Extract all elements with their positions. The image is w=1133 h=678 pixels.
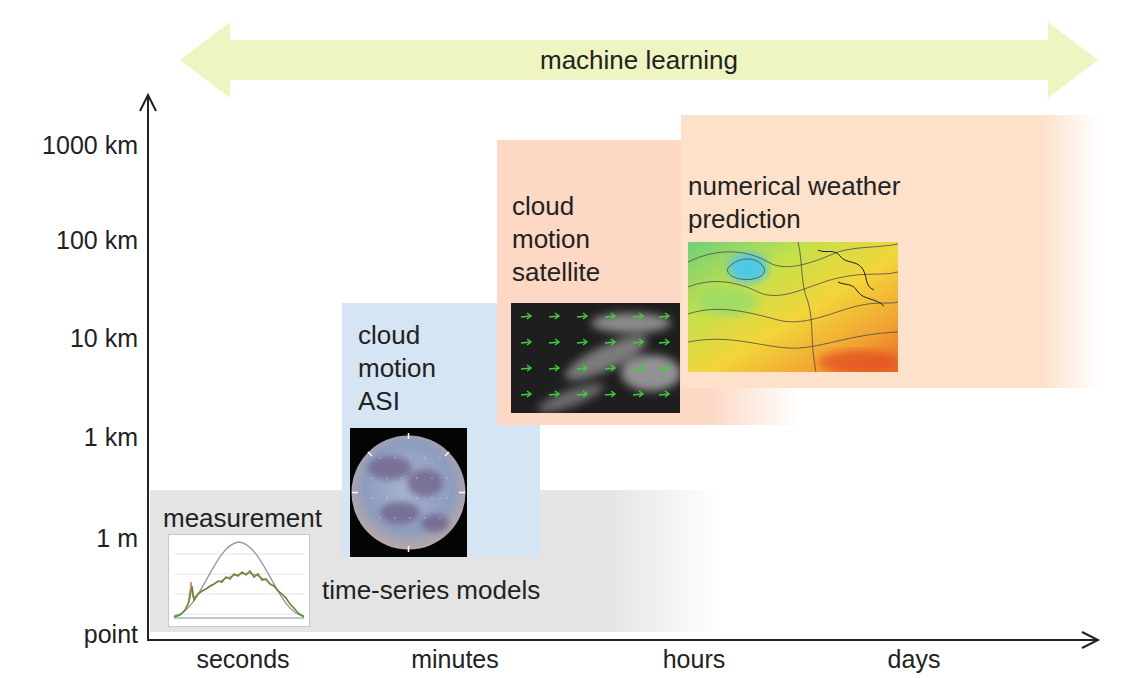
all-sky-image — [350, 428, 467, 557]
axis-label: 100 km — [56, 226, 138, 255]
axis-tick-label: 1 km — [84, 423, 138, 452]
region-label: numerical weather prediction — [688, 170, 958, 236]
weather-map — [688, 242, 898, 372]
measurement-plot — [168, 534, 310, 627]
satellite-image — [511, 303, 680, 413]
axis-label: point — [84, 620, 138, 649]
axis-label: hours — [663, 645, 726, 674]
axis-label: seconds — [196, 645, 289, 674]
axis-tick-label: 100 km — [56, 226, 138, 255]
region-label: machine learning — [540, 44, 738, 77]
axis-tick-label: hours — [663, 645, 726, 674]
machine-learning-arrow: machine learning — [180, 22, 1098, 98]
axis-tick-label: 1 m — [96, 524, 138, 553]
region-label: time-series models — [322, 574, 540, 607]
nwp-region: numerical weather prediction — [681, 115, 1100, 388]
axis-tick-label: minutes — [411, 645, 499, 674]
region-label: cloud motion ASI — [358, 319, 436, 418]
axis-tick-label: 10 km — [70, 324, 138, 353]
axis-tick-label: 1000 km — [42, 131, 138, 160]
axis-label: 10 km — [70, 324, 138, 353]
region-label: cloud motion satellite — [512, 190, 600, 289]
axis-label: minutes — [411, 645, 499, 674]
axis-tick-label: seconds — [196, 645, 289, 674]
region-label: measurement — [163, 502, 322, 535]
axis-label: 1 m — [96, 524, 138, 553]
axis-tick-label: days — [888, 645, 941, 674]
axis-label: 1000 km — [42, 131, 138, 160]
axis-label: days — [888, 645, 941, 674]
axis-tick-label: point — [84, 620, 138, 649]
double-arrow-fill — [180, 22, 1098, 98]
axis-label: 1 km — [84, 423, 138, 452]
